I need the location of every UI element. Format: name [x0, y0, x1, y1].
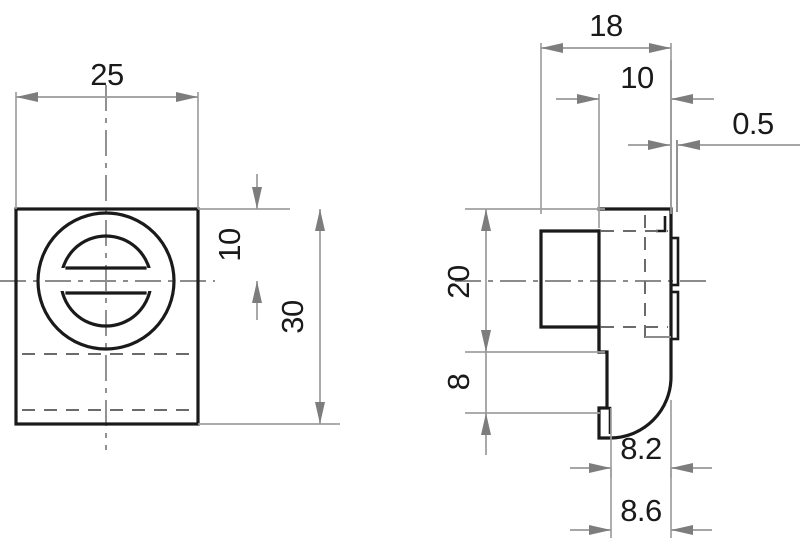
- dim-05-arrow-left: [648, 140, 670, 150]
- side-view-tab-lower: [669, 290, 680, 341]
- dim-18-arrow-left: [541, 43, 563, 53]
- side-view-tab-upper: [669, 236, 680, 287]
- dim-30-arrow-bottom: [315, 402, 325, 424]
- dim-82-arrow-left: [589, 463, 611, 473]
- front-view-plate-outline: [14, 207, 200, 426]
- dim-18-arrow-right: [649, 43, 671, 53]
- dim-10-text: 10: [212, 228, 247, 262]
- dim-8-text: 8: [441, 374, 476, 391]
- dim-20-arrow-bottom: [481, 330, 491, 352]
- side-view-inner-notch: [656, 216, 667, 233]
- side-view-foot-notch: [599, 406, 612, 434]
- dim-10s-arrow-right: [671, 94, 693, 104]
- front-view-slot-arc-upper: [61, 234, 151, 268]
- front-view-group: 25 10 30: [0, 57, 340, 450]
- dim-30-text: 30: [275, 300, 310, 334]
- side-view-boss-outline: [539, 229, 601, 329]
- dim-25-text: 25: [90, 57, 123, 92]
- dim-20-arrow-top: [481, 209, 491, 231]
- dim-25-arrow-right: [176, 92, 198, 102]
- dim-82-text: 8.2: [620, 431, 662, 466]
- dim-25-arrow-left: [16, 92, 38, 102]
- dim-30-arrow-top: [315, 209, 325, 231]
- dim-05-arrow-right: [678, 140, 700, 150]
- dim-86-arrow-right: [671, 525, 693, 535]
- dim-86-text: 8.6: [620, 493, 662, 528]
- dim-20-text: 20: [441, 265, 476, 299]
- side-view-body-profile: [597, 207, 673, 440]
- side-view-group: 18 10 0.5 20 8: [441, 8, 800, 538]
- front-view-slot-arc-lower: [60, 291, 152, 328]
- dim-10-arrow-top: [252, 187, 262, 209]
- dim-18-text: 18: [589, 8, 622, 43]
- dim-10s-arrow-left: [577, 94, 599, 104]
- dim-10-arrow-bottom: [252, 281, 262, 303]
- front-view-outer-circle: [36, 211, 176, 351]
- dim-82-arrow-right: [671, 463, 693, 473]
- dim-86-arrow-left: [589, 525, 611, 535]
- dim-8-arrow-bottom: [481, 413, 491, 435]
- dim-05-text: 0.5: [732, 106, 774, 141]
- dim-10s-text: 10: [620, 60, 654, 95]
